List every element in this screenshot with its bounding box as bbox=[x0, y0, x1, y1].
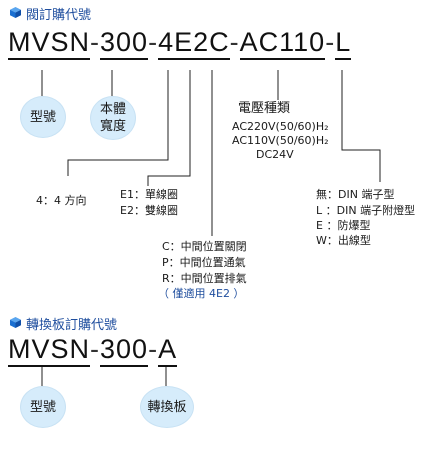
code-dash: - bbox=[90, 334, 101, 364]
code-voltage: AC110 bbox=[239, 27, 326, 60]
plate-order-code: MVSN-300-A bbox=[8, 334, 178, 367]
connector-option: 無：DIN 端子型 bbox=[316, 188, 395, 201]
code-plate: A bbox=[158, 334, 178, 367]
code-width: 300 bbox=[100, 334, 149, 367]
code-dash: - bbox=[325, 27, 336, 57]
center-option: P：中間位置通氣 bbox=[162, 256, 246, 269]
code-dash: - bbox=[90, 27, 101, 57]
code-solenoid: E2 bbox=[174, 27, 210, 60]
code-way: 4 bbox=[158, 27, 175, 60]
valve-order-code: MVSN-300-4E2C-AC110-L bbox=[8, 27, 352, 60]
plate-bubble: 轉換板 bbox=[140, 386, 194, 428]
code-connector: L bbox=[335, 27, 352, 60]
connector-option: E ：防爆型 bbox=[316, 219, 371, 232]
connector-option: L ：DIN 端子附燈型 bbox=[316, 204, 416, 217]
section-1-title: 閥訂購代號 bbox=[26, 8, 92, 23]
center-option: C：中間位置關閉 bbox=[162, 240, 247, 253]
center-option: R：中間位置排氣 bbox=[162, 272, 247, 285]
section-2-title: 轉換板訂購代號 bbox=[26, 318, 118, 333]
voltage-option: DC24V bbox=[256, 148, 294, 161]
cube-icon bbox=[10, 317, 21, 328]
code-dash: - bbox=[148, 334, 159, 364]
solenoid-option: E2：雙線圈 bbox=[120, 204, 178, 217]
way-label: 4：4 方向 bbox=[36, 194, 87, 207]
code-center: C bbox=[209, 27, 230, 60]
voltage-option: AC110V(50/60)H₂ bbox=[232, 134, 329, 147]
center-note: （ 僅適用 4E2 ） bbox=[158, 287, 245, 300]
voltage-option: AC220V(50/60)H₂ bbox=[232, 120, 329, 133]
code-series: MVSN bbox=[8, 27, 91, 60]
body-width-bubble: 本體 寬度 bbox=[90, 96, 136, 140]
cube-icon bbox=[10, 7, 21, 18]
model-bubble: 型號 bbox=[20, 386, 66, 428]
connector-option: W：出線型 bbox=[316, 234, 371, 247]
code-dash: - bbox=[229, 27, 240, 57]
code-series: MVSN bbox=[8, 334, 91, 367]
code-dash: - bbox=[148, 27, 159, 57]
code-width: 300 bbox=[100, 27, 149, 60]
solenoid-option: E1：單線圈 bbox=[120, 188, 178, 201]
voltage-title: 電壓種類 bbox=[238, 101, 291, 116]
model-bubble: 型號 bbox=[20, 96, 66, 138]
